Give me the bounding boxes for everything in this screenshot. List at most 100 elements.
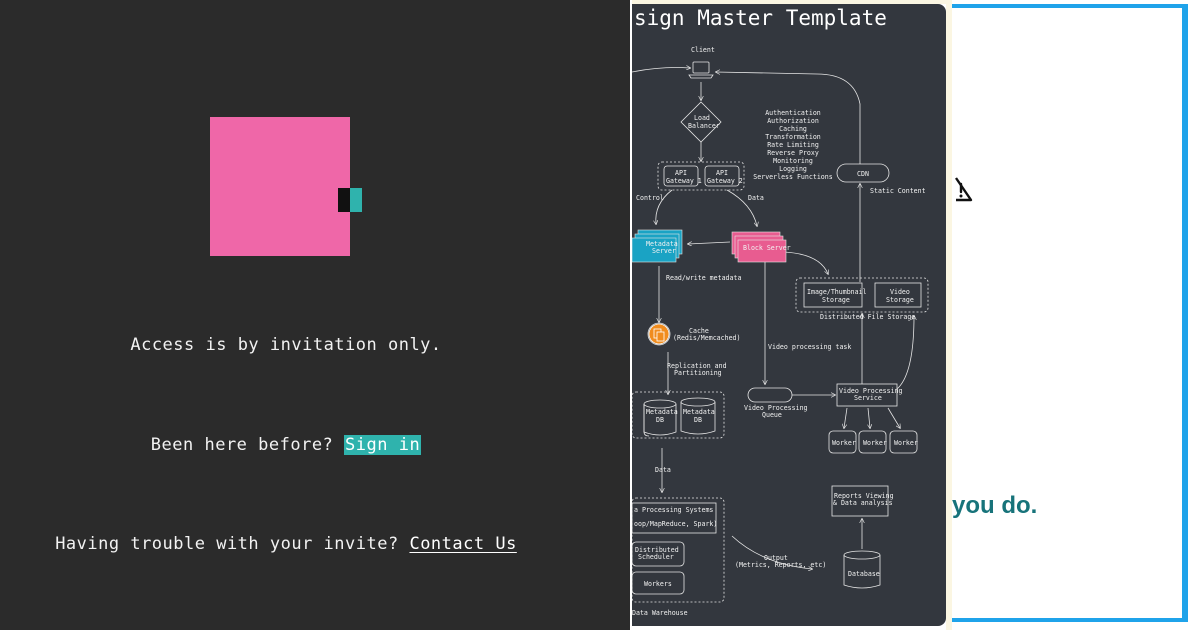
read-write-label: Read/write metadata: [666, 274, 741, 282]
processing-group-box: [632, 497, 725, 603]
arrow-worker-2: [868, 407, 870, 428]
processing-systems-label-2: oop/MapReduce, Spark): [634, 520, 717, 528]
feature-list: Authentication Authorization Caching Tra…: [753, 109, 832, 181]
metadata-db-1-label-2: DB: [656, 416, 664, 424]
svg-text:Rate Limiting: Rate Limiting: [767, 141, 819, 149]
scheduler-label-2: Scheduler: [638, 553, 674, 561]
laptop-base-icon: [688, 74, 714, 79]
database-label: Database: [848, 570, 880, 578]
api-gateway-1-label-b: Gateway 1: [666, 177, 702, 185]
svg-text:Authentication: Authentication: [765, 109, 821, 117]
metadata-db-1-body: [643, 404, 677, 436]
distributed-storage-label: Distributed File Storage: [820, 313, 915, 321]
logo-cursor-dark: [338, 188, 350, 212]
metadata-server-stack: [632, 229, 683, 263]
block-server-stack: [731, 231, 787, 263]
diagram-frame-right: [946, 0, 952, 630]
file-storage-group-box: [795, 277, 929, 313]
svg-text:Serverless Functions: Serverless Functions: [753, 173, 832, 181]
diagram-title: sign Master Template: [634, 6, 887, 30]
video-task-label: Video processing task: [768, 343, 851, 351]
arrow-block-storage: [783, 251, 828, 274]
image-storage-label-1: Image/Thumbnail: [807, 288, 867, 296]
partial-headline: you do.: [952, 492, 1038, 519]
arrow-output: [731, 535, 812, 569]
trouble-message: Having trouble with your invite? Contact…: [0, 534, 572, 554]
workers-box: [632, 571, 685, 595]
scheduler-label-1: Distributed: [635, 546, 679, 554]
video-queue-label-1: Video Processing: [744, 404, 808, 412]
metadata-db-2-label-1: Metadata: [683, 408, 715, 416]
metadata-db-1-top: [643, 399, 677, 409]
cache-label-1: Cache: [689, 327, 709, 335]
trouble-text: Having trouble with your invite?: [55, 534, 399, 554]
been-here-text: Been here before?: [150, 435, 334, 455]
static-content-label: Static Content: [870, 187, 926, 195]
data-label: Data: [748, 194, 764, 202]
db-group-box: [632, 391, 725, 439]
cdn-box: [836, 163, 890, 183]
worker-2-box: [858, 430, 887, 454]
video-service-label-1: Video Processing: [839, 387, 903, 395]
metadata-db-2-top: [680, 397, 716, 407]
worker-3-box: [889, 430, 918, 454]
image-storage-box: [803, 282, 863, 308]
video-storage-box: [874, 282, 922, 308]
laptop-icon: [692, 61, 710, 74]
api-gateway-1-box: [663, 165, 699, 187]
arrow-worker-1: [844, 407, 848, 428]
worker-3-label: Worker: [894, 439, 918, 447]
image-storage-label-2: Storage: [822, 296, 850, 304]
metadata-server-label-2: Server: [652, 247, 676, 255]
metadata-db-2-label-2: DB: [694, 416, 702, 424]
data-warehouse-label: Data Warehouse: [632, 609, 688, 617]
login-panel: Access is by invitation only. Been here …: [0, 0, 630, 630]
replication-label-2: Partitioning: [674, 369, 722, 377]
load-balancer-label-2: Balancer: [688, 122, 720, 130]
api-gateway-2-label-b: Gateway 2: [707, 177, 743, 185]
reports-label-1: Reports Viewing: [834, 492, 894, 500]
contact-us-link[interactable]: Contact Us: [409, 534, 517, 554]
diagram-canvas: Client Load Balancer API Gateway 1 API G…: [632, 46, 929, 617]
arrow-block-metadata: [688, 242, 731, 244]
video-queue-shape: [747, 387, 793, 403]
video-service-box: [836, 383, 898, 407]
client-label: Client: [691, 46, 715, 54]
database-body: [843, 555, 881, 589]
logo-cursor-teal: [350, 188, 362, 212]
invitation-message: Access is by invitation only.: [0, 335, 572, 355]
video-storage-label-2: Storage: [886, 296, 914, 304]
gateway-group-box: [657, 161, 745, 191]
svg-text:Authorization: Authorization: [767, 117, 819, 125]
output-label-1: Output: [764, 554, 788, 562]
cdn-label: CDN: [857, 170, 869, 178]
processing-systems-box: [632, 502, 717, 534]
svg-text:Logging: Logging: [779, 165, 807, 173]
logo-pink-square: [210, 117, 350, 256]
metadata-db-1-label-1: Metadata: [646, 408, 678, 416]
diagram-panel: Client Load Balancer API Gateway 1 API G…: [632, 4, 946, 626]
output-label-2: (Metrics, Reports, etc): [735, 561, 826, 569]
right-card: you do.: [952, 4, 1188, 622]
control-label: Control: [636, 194, 664, 202]
svg-text:Caching: Caching: [779, 125, 807, 133]
sign-in-message: Been here before? Sign in: [0, 435, 572, 455]
arrow-client-in: [632, 68, 690, 73]
workers-label: Workers: [644, 580, 672, 588]
database-top: [843, 550, 881, 560]
arrow-service-video: [896, 316, 914, 390]
cache-label-2: (Redis/Memcached): [673, 334, 741, 342]
load-balancer-label-1: Load: [694, 114, 710, 122]
cache-circle: [647, 322, 671, 346]
api-gateway-2-label-a: API: [716, 169, 728, 177]
api-gateway-1-label-a: API: [675, 169, 687, 177]
arrow-cdn-client: [716, 72, 861, 164]
arrow-worker-3: [887, 407, 900, 428]
worker-1-label: Worker: [832, 439, 856, 447]
reports-label-2: & Data analysis: [833, 499, 893, 507]
data-vertical-label: Data: [655, 466, 671, 474]
invitation-text: Access is by invitation only.: [130, 335, 442, 355]
warning-icon: [955, 177, 973, 202]
svg-text:Transformation: Transformation: [765, 133, 821, 141]
sign-in-link[interactable]: Sign in: [344, 435, 422, 455]
